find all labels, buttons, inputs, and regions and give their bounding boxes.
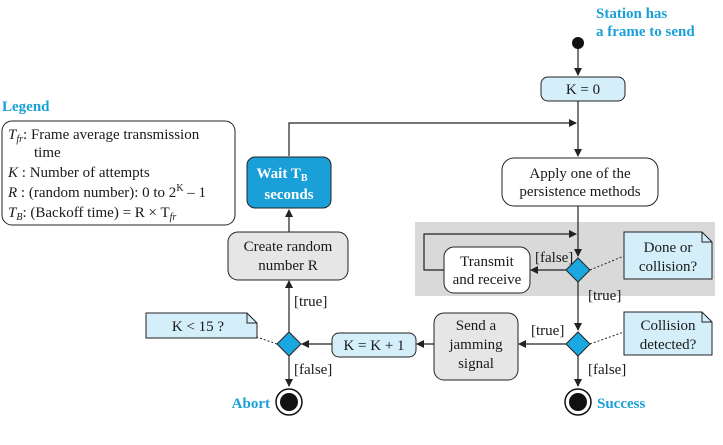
legend-line2: time	[34, 145, 61, 161]
note-collision-detected	[623, 311, 713, 356]
transmit-line1: Transmit	[460, 254, 514, 270]
abort-label: Abort	[232, 396, 270, 412]
start-label-line2: a frame to send	[596, 24, 695, 40]
random-line1: Create random	[244, 239, 333, 255]
legend-line4-sup: K	[176, 183, 184, 194]
edge-label-false-collision: [false]	[588, 362, 626, 378]
abort-terminal-inner	[280, 393, 298, 411]
legend-tb: TB: (Backoff time) = R × Tfr	[8, 205, 176, 223]
create-random-box	[227, 231, 349, 281]
legend-line3: Number of attempts	[30, 165, 150, 181]
success-terminal-inner	[569, 393, 587, 411]
success-label: Success	[597, 396, 645, 412]
k-init-box	[540, 76, 626, 102]
edge-transmit-loop	[423, 230, 577, 271]
wait-line1: Wait TB	[257, 166, 308, 184]
apply-line1: Apply one of the	[529, 166, 631, 182]
edge-label-true-collision: [true]	[531, 323, 564, 339]
note-done-line1: Done or	[644, 240, 693, 256]
random-line2: number R	[258, 258, 318, 274]
k-init-label: K = 0	[566, 82, 600, 98]
legend-tfr: Tfr: Frame average transmission	[8, 127, 200, 145]
apply-persistence-box	[501, 157, 659, 207]
k-increment-box	[331, 332, 417, 358]
legend-line4: (random number): 0 to 2	[29, 185, 176, 201]
legend-k: K : Number of attempts	[7, 165, 150, 181]
start-node	[572, 37, 584, 49]
wait-sub: B	[301, 173, 308, 184]
note-collision-line2: detected?	[640, 337, 697, 353]
legend-r: R : (random number): 0 to 2K – 1	[7, 183, 206, 201]
jamming-signal-box	[433, 312, 519, 381]
jam-line2: jamming	[448, 337, 503, 353]
transmit-line2: and receive	[453, 272, 522, 288]
legend-line5: (Backoff time) = R × T	[30, 205, 169, 221]
edge-label-false-transmit: [false]	[535, 250, 573, 266]
start-label-line1: Station has	[596, 6, 667, 22]
edge-label-true-done: [true]	[588, 288, 621, 304]
legend-line1: Frame average transmission	[31, 127, 200, 143]
wait-line1-text: Wait T	[257, 166, 301, 182]
edge-wait-to-apply	[288, 119, 577, 156]
note-fold-collision	[701, 312, 712, 323]
note-done-line2: collision?	[639, 259, 698, 275]
note-fold-k	[246, 313, 257, 324]
decision-k-less-15	[276, 331, 302, 357]
decision-collision-detected	[565, 331, 591, 357]
k-increment-label: K = K + 1	[343, 338, 404, 354]
jam-line1: Send a	[456, 318, 497, 334]
note-collision-line1: Collision	[640, 318, 696, 334]
legend-box	[1, 120, 236, 226]
note-connector-collision	[589, 331, 625, 345]
legend-line4-end: – 1	[186, 185, 206, 201]
wait-backoff-box	[246, 156, 332, 209]
note-fold-done	[701, 232, 712, 243]
apply-line2: persistence methods	[519, 184, 640, 200]
edge-label-true-k: [true]	[294, 294, 327, 310]
note-k-check	[145, 312, 258, 339]
note-k-check-label: K < 15 ?	[172, 319, 225, 335]
note-done-or-collision	[623, 231, 713, 280]
edge-label-false-k: [false]	[294, 362, 332, 378]
jam-line3: signal	[458, 356, 494, 372]
wait-line2: seconds	[264, 187, 313, 203]
legend-title: Legend	[2, 99, 50, 115]
